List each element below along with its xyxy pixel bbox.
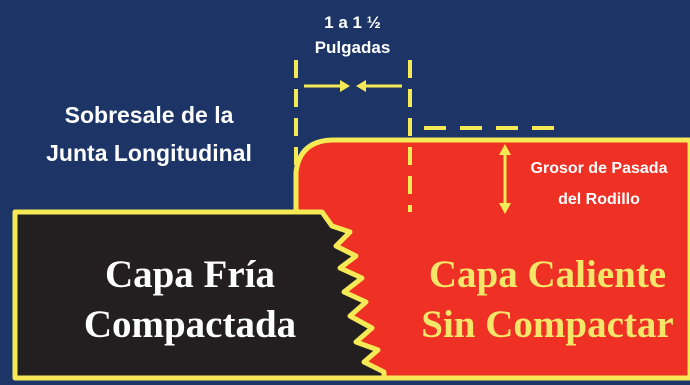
measure-arrow-right-head [356, 80, 366, 92]
measurement-line-2: Pulgadas [314, 38, 391, 57]
thickness-arrow-bottom-head [499, 203, 511, 214]
measurement-label: 1 a 1 ½ Pulgadas [290, 10, 415, 60]
hot-layer-label: Capa Caliente Sin Compactar [405, 250, 690, 350]
thickness-line-1: Grosor de Pasada [530, 160, 668, 177]
overhang-line-1: Sobresale de la [64, 102, 234, 128]
measure-arrow-left-head [340, 80, 350, 92]
hot-layer-shape [293, 137, 690, 381]
measurement-line-1: 1 a 1 ½ [324, 13, 381, 32]
cold-layer-line-2: Compactada [83, 303, 297, 346]
hot-layer-line-2: Sin Compactar [421, 303, 674, 346]
thickness-label: Grosor de Pasada del Rodillo [508, 153, 690, 215]
cold-layer-line-1: Capa Fría [104, 253, 276, 296]
overhang-line-2: Junta Longitudinal [46, 140, 252, 166]
cold-layer-shape [12, 209, 387, 381]
cold-layer-label: Capa Fría Compactada [60, 250, 320, 350]
overhang-label: Sobresale de la Junta Longitudinal [18, 96, 280, 172]
hot-layer-line-1: Capa Caliente [428, 253, 667, 296]
thickness-arrow-top-head [499, 144, 511, 155]
thickness-line-2: del Rodillo [558, 191, 640, 208]
